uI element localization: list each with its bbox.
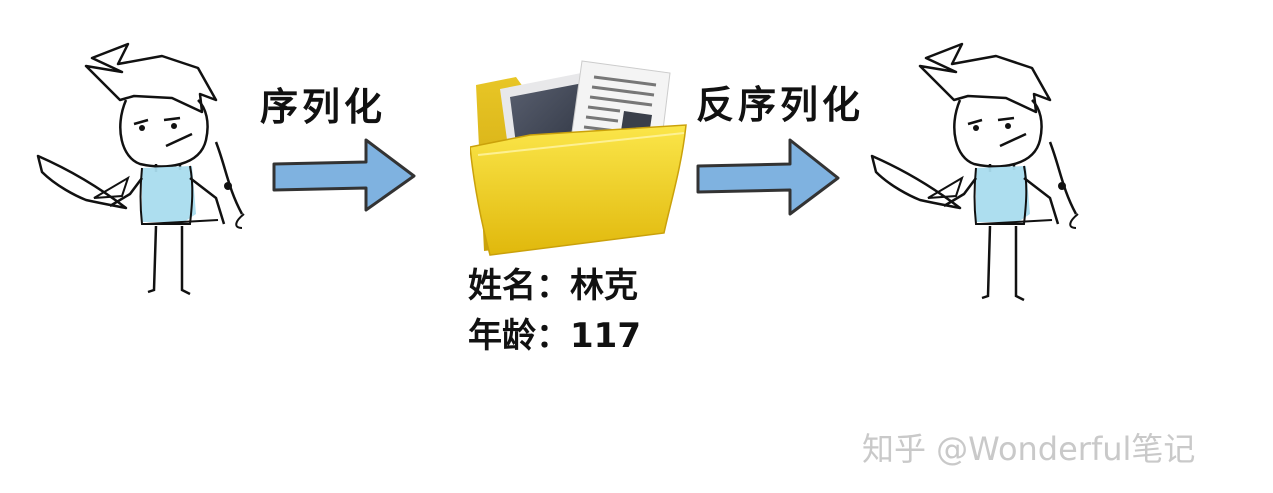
person-right-icon bbox=[870, 42, 1079, 302]
arrow-right-icon bbox=[272, 138, 416, 212]
file-age-line: 年龄：117 bbox=[468, 316, 641, 356]
serialize-label: 序列化 bbox=[260, 85, 387, 129]
watermark: 知乎 @Wonderful笔记 bbox=[862, 430, 1196, 468]
file-name-line: 姓名：林克 bbox=[468, 266, 638, 306]
deserialize-label: 反序列化 bbox=[696, 83, 865, 127]
folder-icon bbox=[470, 60, 687, 256]
arrow-right-icon bbox=[696, 138, 840, 216]
person-left-icon bbox=[36, 42, 245, 296]
